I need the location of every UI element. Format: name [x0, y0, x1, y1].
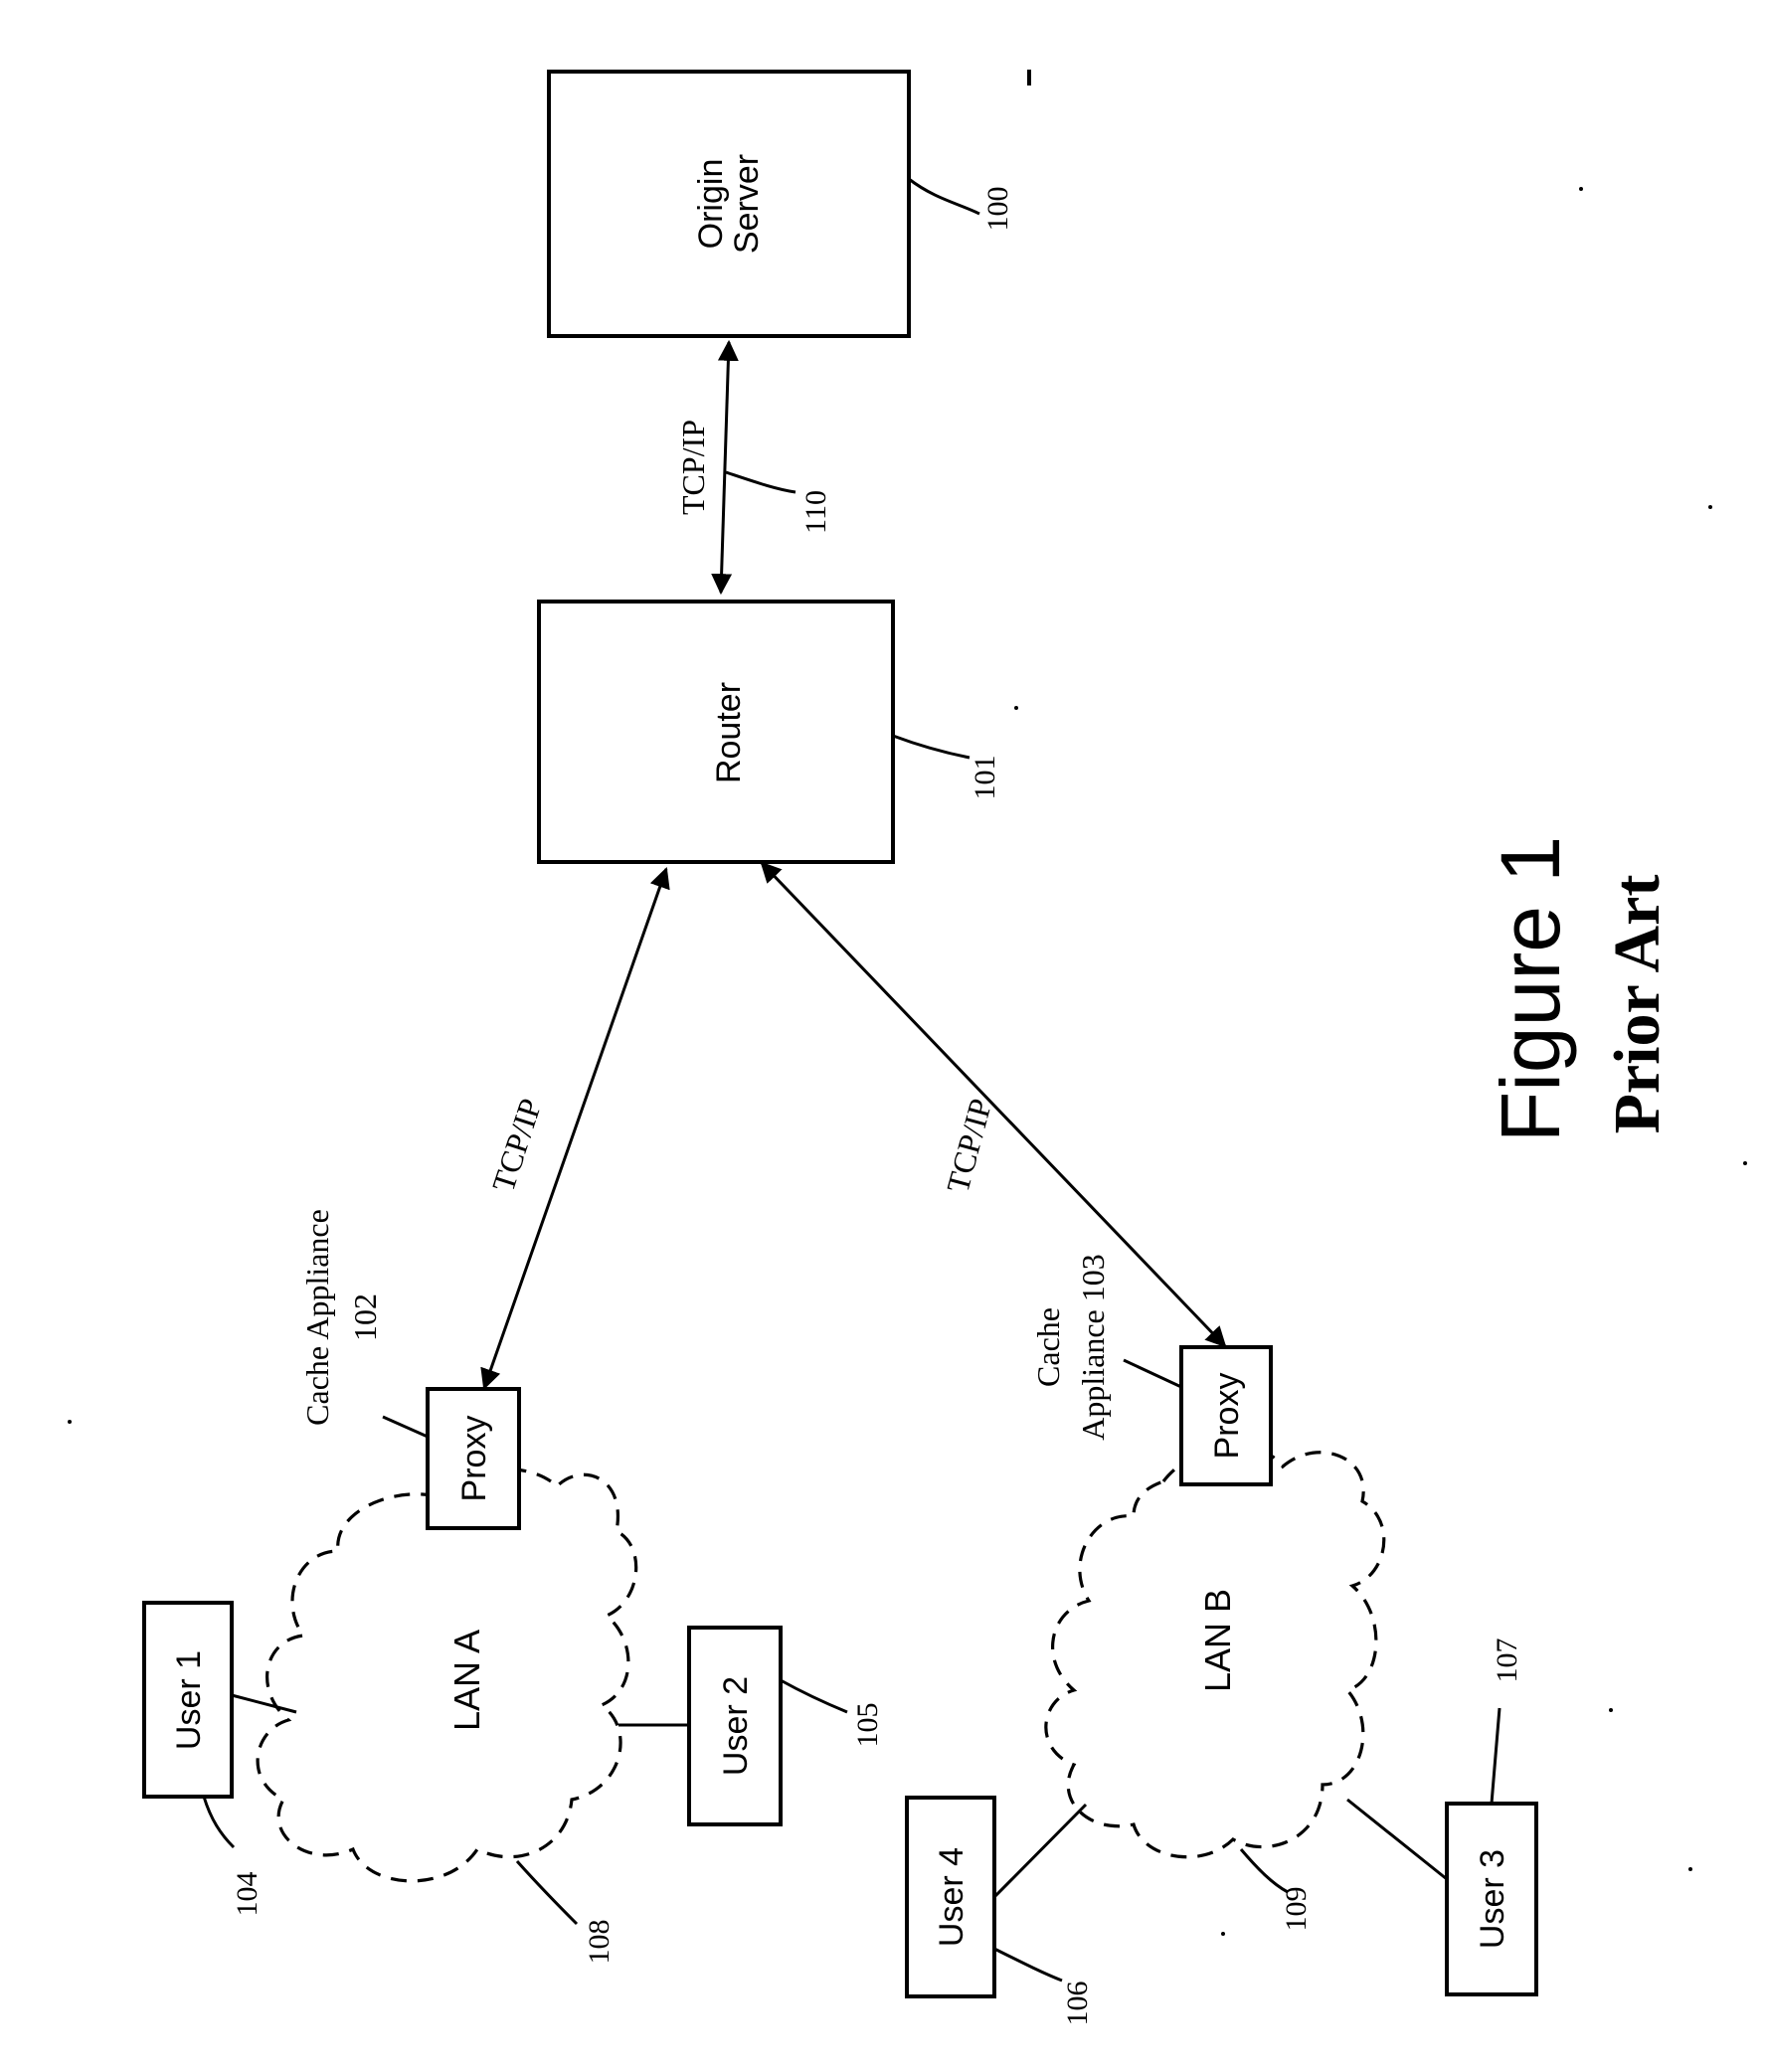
user3-node: User 3 107	[1346, 1639, 1538, 1996]
cache-a-leader	[382, 1415, 429, 1439]
figure-title: Figure 1	[1484, 836, 1577, 1142]
user3-label: User 3	[1474, 1849, 1511, 1949]
proxy-b-label: Proxy	[1208, 1373, 1246, 1460]
router-ref-leader	[892, 734, 971, 760]
user1-ref: 104	[231, 1872, 264, 1917]
lan-b-ref-leader	[1239, 1848, 1289, 1894]
proxy-a-label: Proxy	[455, 1416, 493, 1502]
cache-a-label-line1: Cache Appliance	[299, 1209, 335, 1426]
user1-ref-leader	[202, 1796, 236, 1849]
user2-ref-leader	[780, 1678, 848, 1714]
user3-ref-leader	[1490, 1707, 1501, 1805]
lan-a-label: LAN A	[446, 1630, 487, 1731]
origin-server-label-line1: Origin	[692, 159, 730, 250]
user2-label: User 2	[717, 1676, 755, 1776]
lan-b-cloud: LAN B 109	[1044, 1446, 1386, 1932]
link-origin-router-ref: 110	[799, 490, 832, 534]
link-router-proxy-b-label: TCP/IP	[940, 1095, 999, 1196]
lan-a-ref-leader	[515, 1860, 579, 1926]
lan-a-ref: 108	[583, 1920, 616, 1965]
link-router-proxy-a: TCP/IP	[480, 867, 670, 1390]
router-label: Router	[710, 682, 748, 783]
proxy-a-node: Proxy Cache Appliance 102	[299, 1209, 521, 1530]
user4-ref: 106	[1061, 1982, 1094, 2026]
lan-a-cloud: LAN A 108	[256, 1467, 638, 1965]
router-node: Router 101	[537, 600, 1001, 864]
figure-subtitle: Prior Art	[1601, 875, 1674, 1134]
user3-lan-b-link	[1346, 1798, 1448, 1881]
user2-node: User 2 105	[618, 1626, 884, 1826]
user1-lan-a-link	[231, 1693, 297, 1714]
origin-server-ref-leader	[908, 177, 980, 216]
proxy-b-node: Proxy Cache Appliance 103	[1030, 1254, 1273, 1486]
cache-b-label-line2: Appliance 103	[1075, 1254, 1111, 1441]
link-router-proxy-a-label: TCP/IP	[485, 1094, 549, 1195]
origin-server-ref: 100	[981, 187, 1014, 232]
user4-label: User 4	[933, 1847, 971, 1947]
cache-b-label-line1: Cache	[1030, 1307, 1066, 1387]
link-router-proxy-b: TCP/IP	[760, 861, 1227, 1348]
user3-ref: 107	[1491, 1639, 1523, 1683]
user4-ref-leader	[993, 1947, 1063, 1983]
cache-a-label-line2: 102	[347, 1294, 383, 1341]
lan-b-label: LAN B	[1197, 1589, 1238, 1692]
scan-specks	[68, 70, 1747, 1936]
origin-server-node: Origin Server 100	[547, 70, 1014, 338]
user1-node: User 1 104	[142, 1601, 297, 1917]
user1-label: User 1	[170, 1650, 208, 1750]
lan-b-ref: 109	[1280, 1887, 1313, 1932]
router-ref: 101	[969, 756, 1001, 800]
link-origin-router-label: TCP/IP	[675, 420, 711, 515]
user4-node: User 4 106	[905, 1796, 1094, 2026]
figure-caption: Figure 1 Prior Art	[1484, 836, 1674, 1142]
user2-ref: 105	[851, 1703, 884, 1748]
origin-server-label-line2: Server	[728, 154, 766, 254]
link-origin-router-ref-leader	[725, 470, 796, 494]
cache-b-leader	[1123, 1358, 1182, 1389]
link-origin-router: TCP/IP 110	[675, 339, 832, 596]
user4-lan-b-link	[992, 1803, 1088, 1899]
